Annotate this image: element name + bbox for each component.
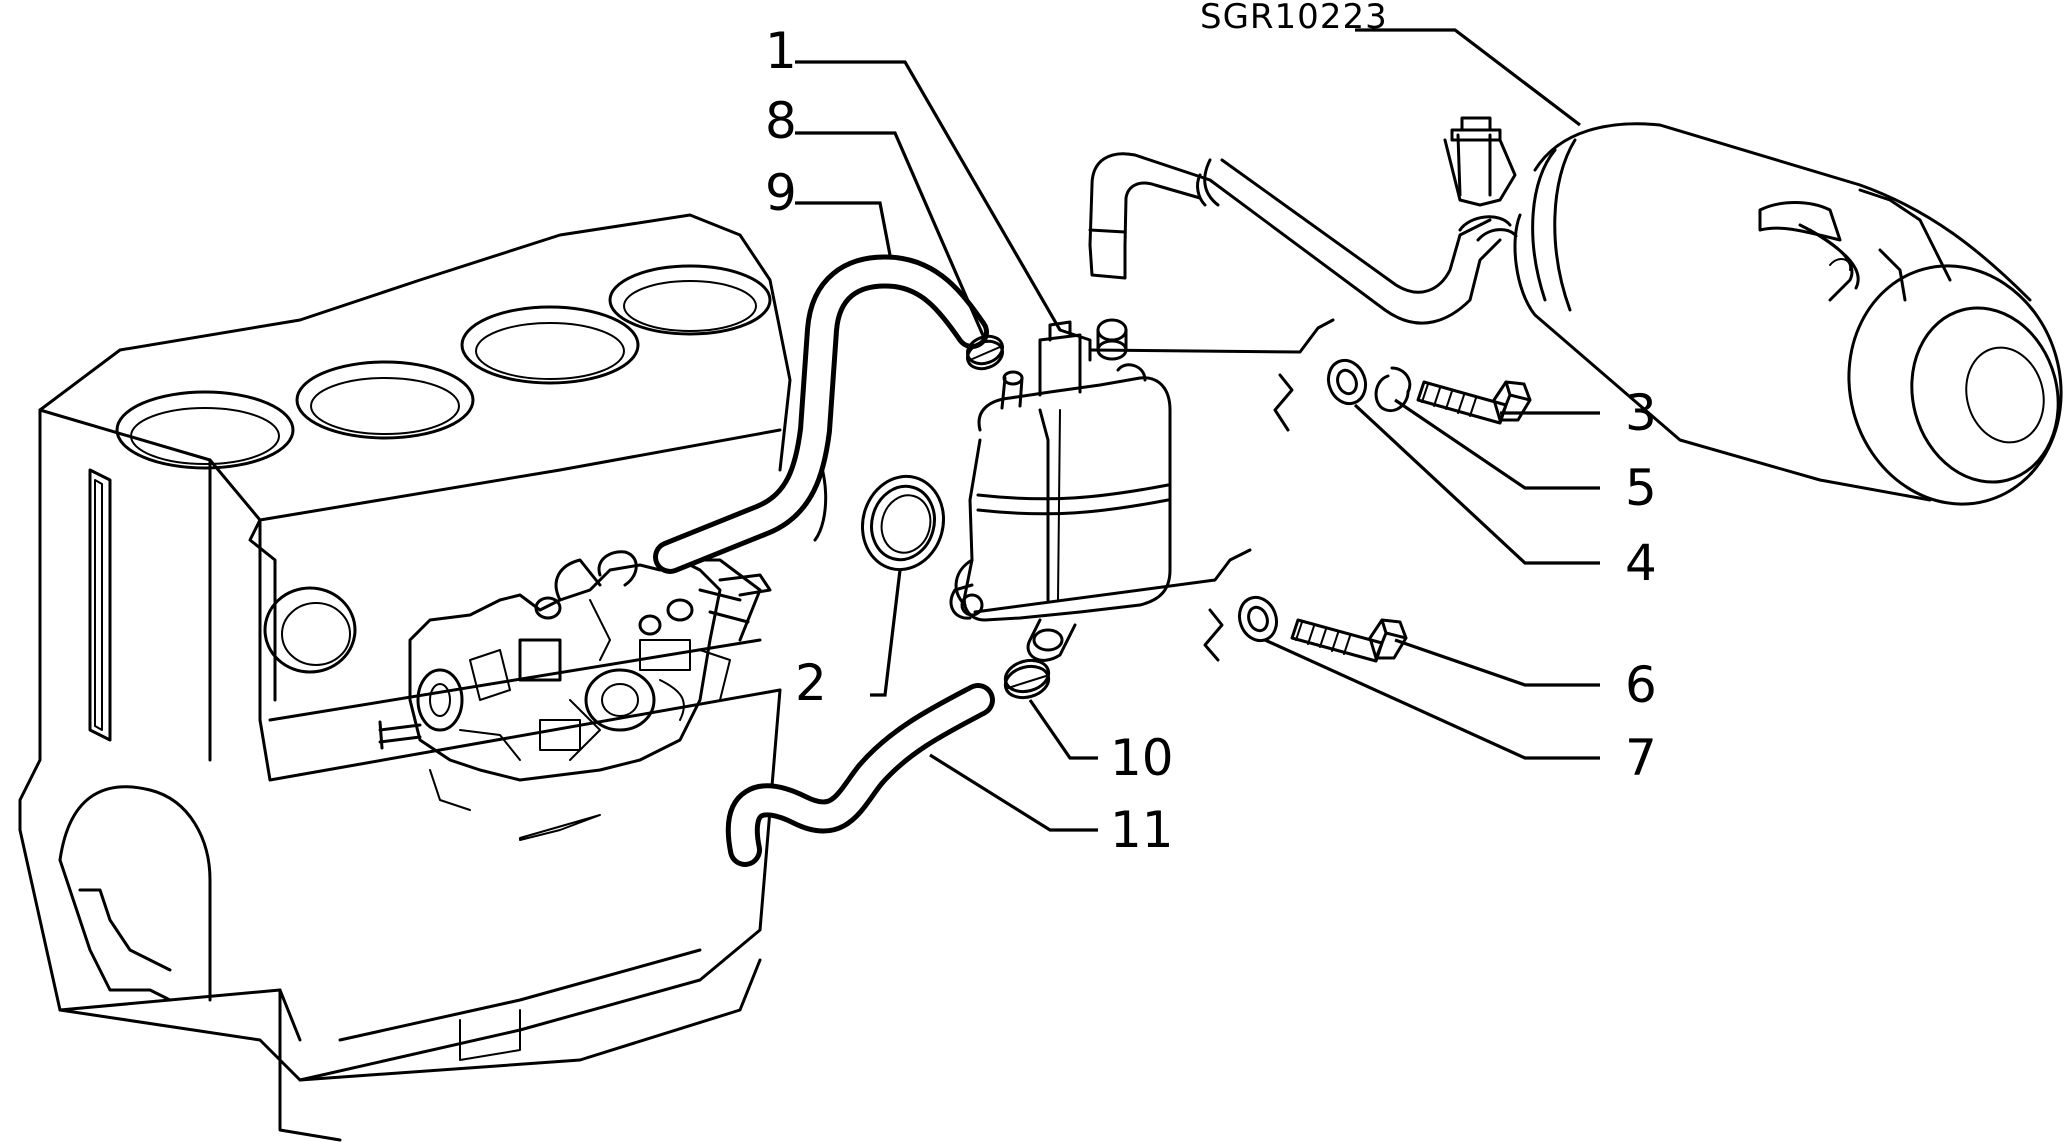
hose-clamp-part-10: [1003, 658, 1051, 700]
callout-5: 5: [1625, 459, 1657, 517]
hose-clamp-part-8: [966, 334, 1004, 371]
washer-part-7: [1237, 595, 1279, 643]
washer-part-4: [1326, 358, 1368, 406]
spring-washer-part-5: [1374, 366, 1412, 413]
callout-1: 1: [765, 22, 797, 80]
injection-pump-illustration: [378, 550, 772, 841]
callout-3: 3: [1625, 384, 1657, 442]
oil-vapour-separator-part-1: [949, 318, 1172, 662]
hose-part-11: [725, 683, 995, 867]
mounting-break-marks: [973, 318, 1335, 662]
callout-10: 10: [1110, 729, 1174, 787]
air-cleaner-illustration: [1088, 116, 2063, 506]
bolt-part-6: [1290, 618, 1408, 663]
hose-part-9: [653, 254, 989, 574]
bolt-part-3: [1416, 380, 1532, 425]
callout-6: 6: [1625, 656, 1657, 714]
engine-block-illustration: [18, 213, 946, 1142]
callout-2: 2: [795, 654, 827, 712]
callout-8: 8: [765, 92, 797, 150]
callout-11: 11: [1110, 801, 1174, 859]
callout-4: 4: [1625, 534, 1657, 592]
leader-lines: [795, 28, 1600, 832]
seal-ring-part-2: [808, 438, 946, 572]
callout-9: 9: [765, 164, 797, 222]
reference-code: SGR10223: [1200, 0, 1388, 37]
callout-7: 7: [1625, 729, 1657, 787]
